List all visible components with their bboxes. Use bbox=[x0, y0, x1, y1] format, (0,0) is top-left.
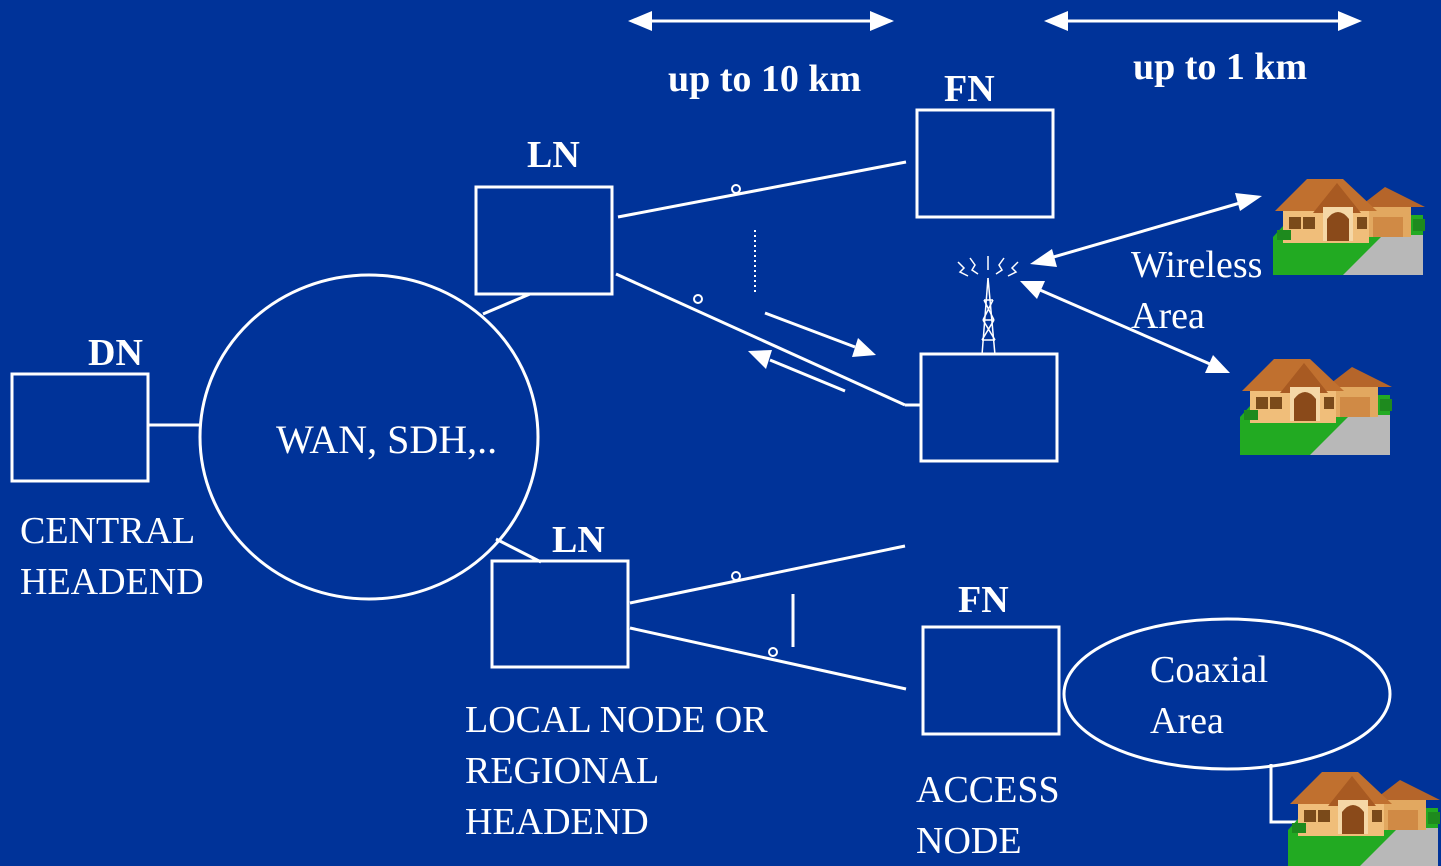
house-icon bbox=[1288, 772, 1440, 866]
access-node-line2: NODE bbox=[916, 820, 1022, 862]
wireless-area-line2: Area bbox=[1131, 295, 1205, 337]
ln-top-label: LN bbox=[527, 134, 580, 176]
wan-label: WAN, SDH,.. bbox=[276, 417, 498, 462]
fn-top-label: FN bbox=[944, 68, 995, 110]
antenna-tower bbox=[957, 256, 1019, 356]
central-headend-line2: HEADEND bbox=[20, 561, 204, 603]
wireless-arrow-1 bbox=[1030, 193, 1262, 267]
access-node-line1: ACCESS bbox=[916, 769, 1060, 811]
central-headend-line1: CENTRAL bbox=[20, 510, 196, 552]
ln-bottom-box bbox=[490, 559, 630, 669]
dn-label: DN bbox=[88, 332, 143, 374]
distance-label-10km: up to 10 km bbox=[668, 58, 862, 100]
splitter-markers bbox=[693, 184, 778, 657]
house-icon bbox=[1240, 359, 1392, 455]
stream-arrows bbox=[748, 311, 876, 393]
ln-top-box bbox=[474, 185, 614, 296]
fn-top-box bbox=[915, 108, 1055, 219]
coaxial-area-line2: Area bbox=[1150, 700, 1224, 742]
distance-arrow-10km bbox=[628, 11, 894, 31]
local-node-line3: HEADEND bbox=[465, 801, 649, 843]
distance-arrow-1km bbox=[1044, 11, 1362, 31]
wan-ellipse bbox=[198, 273, 540, 601]
fn-bottom-box bbox=[921, 625, 1061, 736]
local-node-line2: REGIONAL bbox=[465, 750, 660, 792]
local-node-line1: LOCAL NODE OR bbox=[465, 699, 768, 741]
fn-bottom-label: FN bbox=[958, 579, 1009, 621]
wireless-arrow-2 bbox=[1020, 281, 1230, 373]
dn-box bbox=[10, 372, 150, 483]
distance-label-1km: up to 1 km bbox=[1133, 46, 1308, 88]
ln-bottom-label: LN bbox=[552, 519, 605, 561]
wireless-area-line1: Wireless bbox=[1131, 244, 1263, 286]
house-icon bbox=[1273, 179, 1425, 275]
coaxial-area-ellipse bbox=[1062, 617, 1392, 771]
wireless-access-box bbox=[919, 352, 1059, 463]
coaxial-area-line1: Coaxial bbox=[1150, 649, 1269, 691]
links bbox=[148, 160, 1300, 824]
